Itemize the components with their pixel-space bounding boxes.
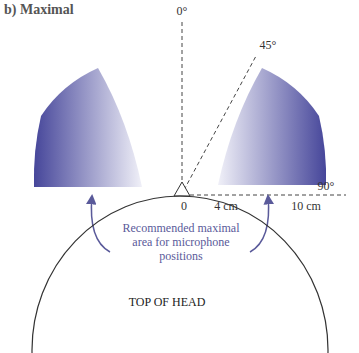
distance-label: 0 — [181, 199, 187, 213]
panel-title: b) Maximal — [4, 3, 74, 17]
left-area — [34, 68, 142, 187]
distance-label: 10 cm — [291, 199, 321, 213]
axis-0 — [182, 22, 183, 182]
head-shape — [31, 195, 329, 353]
head-outline: Recommended maximal area for microphone … — [31, 195, 329, 353]
head-label: TOP OF HEAD — [107, 295, 227, 309]
angle-label: 0° — [177, 4, 188, 18]
angle-label: 90° — [318, 179, 335, 193]
area-note: Recommended maximal area for microphone … — [114, 221, 248, 263]
angle-label: 45° — [260, 38, 277, 52]
axis-45 — [184, 56, 256, 190]
nose — [174, 182, 190, 196]
axis-90 — [190, 195, 346, 196]
right-area — [218, 68, 326, 185]
